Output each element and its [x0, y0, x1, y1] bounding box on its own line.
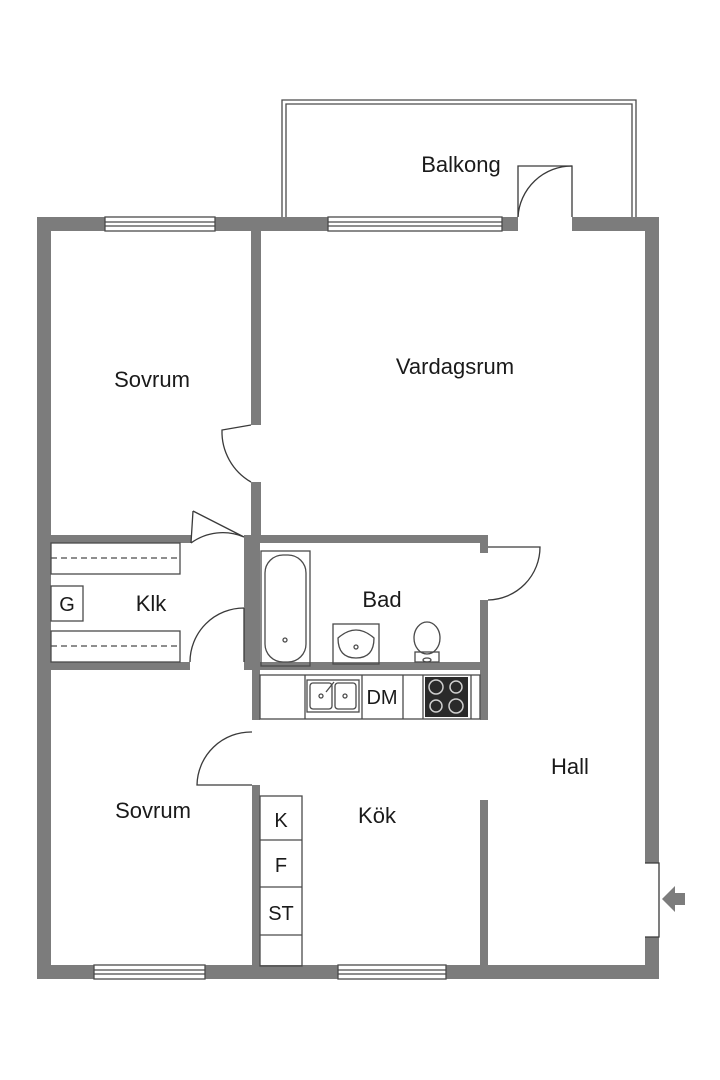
interior-walls — [51, 231, 488, 965]
stove-icon — [425, 677, 468, 717]
fixture-label-st: ST — [268, 903, 294, 925]
kitchen-counter — [259, 674, 481, 720]
toilet-icon — [413, 621, 441, 663]
room-label-bad: Bad — [362, 587, 401, 612]
fixture-label-g: G — [59, 594, 75, 616]
exterior-walls — [37, 217, 659, 979]
kitchen-cabinets — [259, 795, 303, 967]
room-label-balkong: Balkong — [421, 152, 501, 177]
room-label-vardagsrum: Vardagsrum — [396, 354, 514, 379]
fixture-label-k: K — [274, 810, 288, 832]
room-label-hall: Hall — [551, 754, 589, 779]
room-label-sovrum-bottom: Sovrum — [115, 798, 191, 823]
room-label-sovrum-top: Sovrum — [114, 367, 190, 392]
fixture-label-f: F — [275, 855, 287, 877]
closet-shelves — [50, 542, 181, 663]
room-label-kok: Kök — [358, 803, 397, 828]
sink-icon — [306, 679, 360, 713]
fixture-label-dm: DM — [366, 687, 397, 709]
room-label-klk: Klk — [136, 591, 168, 616]
balcony-outline — [281, 99, 637, 218]
entrance-arrow-icon — [662, 886, 685, 912]
windows — [93, 216, 503, 980]
doors — [189, 165, 660, 938]
bathtub-icon — [260, 550, 311, 667]
washbasin-icon — [332, 623, 380, 665]
